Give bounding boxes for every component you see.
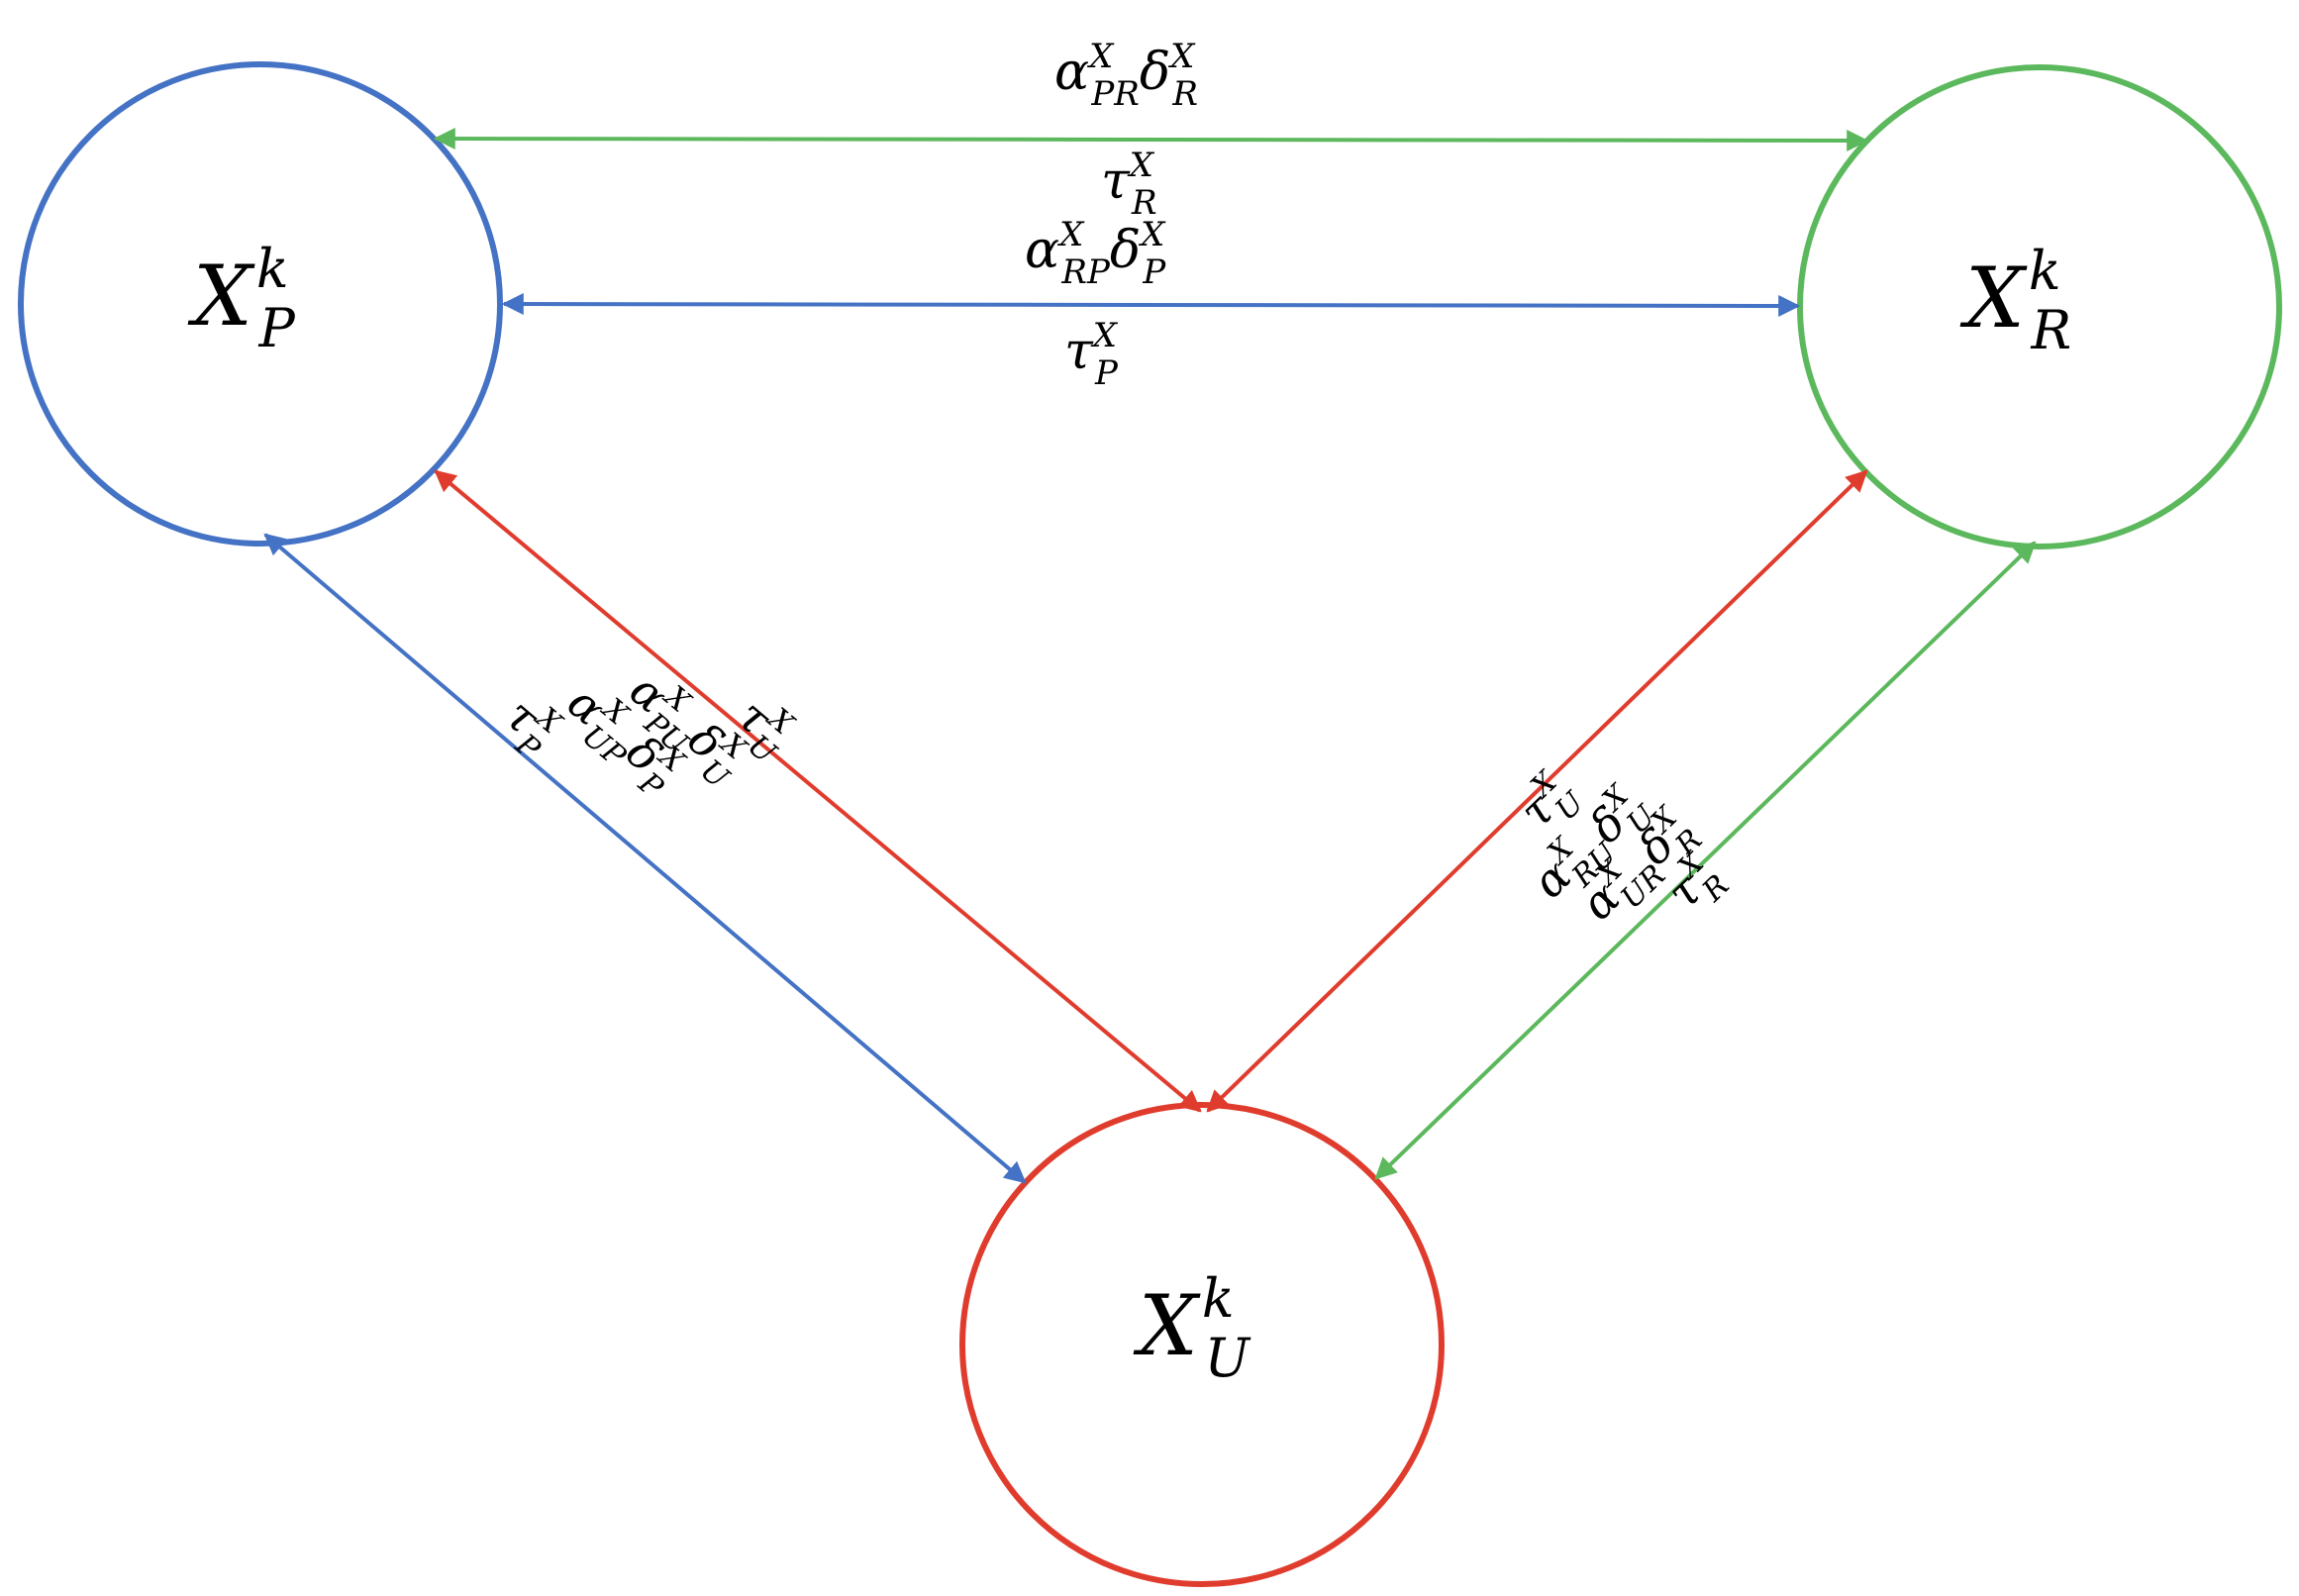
tau-sup: X (1127, 146, 1155, 185)
node-p-sup: k (256, 238, 289, 300)
node-r-sub: R (2031, 299, 2072, 361)
alpha-symbol: α (1025, 221, 1059, 280)
node-r-sup: k (2029, 240, 2061, 302)
node-u-sup: k (1202, 1267, 1235, 1330)
node-p-sub: P (258, 297, 297, 359)
edge-ru-green-label-alpha: αXURδXR (1567, 798, 1709, 938)
delta-sup: X (1167, 37, 1196, 76)
edge-pu-blue-label-tau: τXP (488, 684, 568, 767)
delta-sub: P (1142, 252, 1166, 292)
alpha-sup: X (1086, 37, 1115, 76)
tau-sup: X (1090, 316, 1119, 355)
delta-symbol: δ (1140, 43, 1170, 102)
alpha-symbol: α (1054, 43, 1089, 102)
edge-ru-green-arrow (1374, 541, 2037, 1180)
alpha-sup: X (1056, 215, 1085, 254)
edge-ru-red-label-tau: τXU (1506, 760, 1592, 847)
edge-pu-blue-arrow (263, 533, 1027, 1184)
node-u-circle (959, 1102, 1445, 1587)
edge-pu-red-arrow (434, 469, 1202, 1113)
node-p-circle (18, 61, 503, 547)
node-u-sub: U (1205, 1327, 1251, 1389)
tau-symbol: τ (1101, 151, 1131, 211)
tau-sub: P (1094, 353, 1119, 393)
node-p-base: X (187, 248, 255, 345)
node-u-base: X (1133, 1277, 1201, 1374)
tau-sub: R (1131, 183, 1157, 223)
delta-sup: X (1138, 215, 1166, 254)
edge-pr-blue-arrow (501, 293, 1801, 317)
delta-sub: R (1171, 74, 1198, 114)
edge-pu-labels: τXU αXPUδXU αXUPδXP τXP (488, 662, 801, 806)
alpha-sub: RP (1060, 252, 1111, 292)
tau-symbol: τ (1064, 322, 1094, 381)
alpha-sub: PR (1090, 74, 1139, 114)
edge-pr-green-arrow (433, 128, 1869, 151)
node-r-base: X (1959, 249, 2028, 347)
delta-symbol: δ (1110, 221, 1141, 280)
